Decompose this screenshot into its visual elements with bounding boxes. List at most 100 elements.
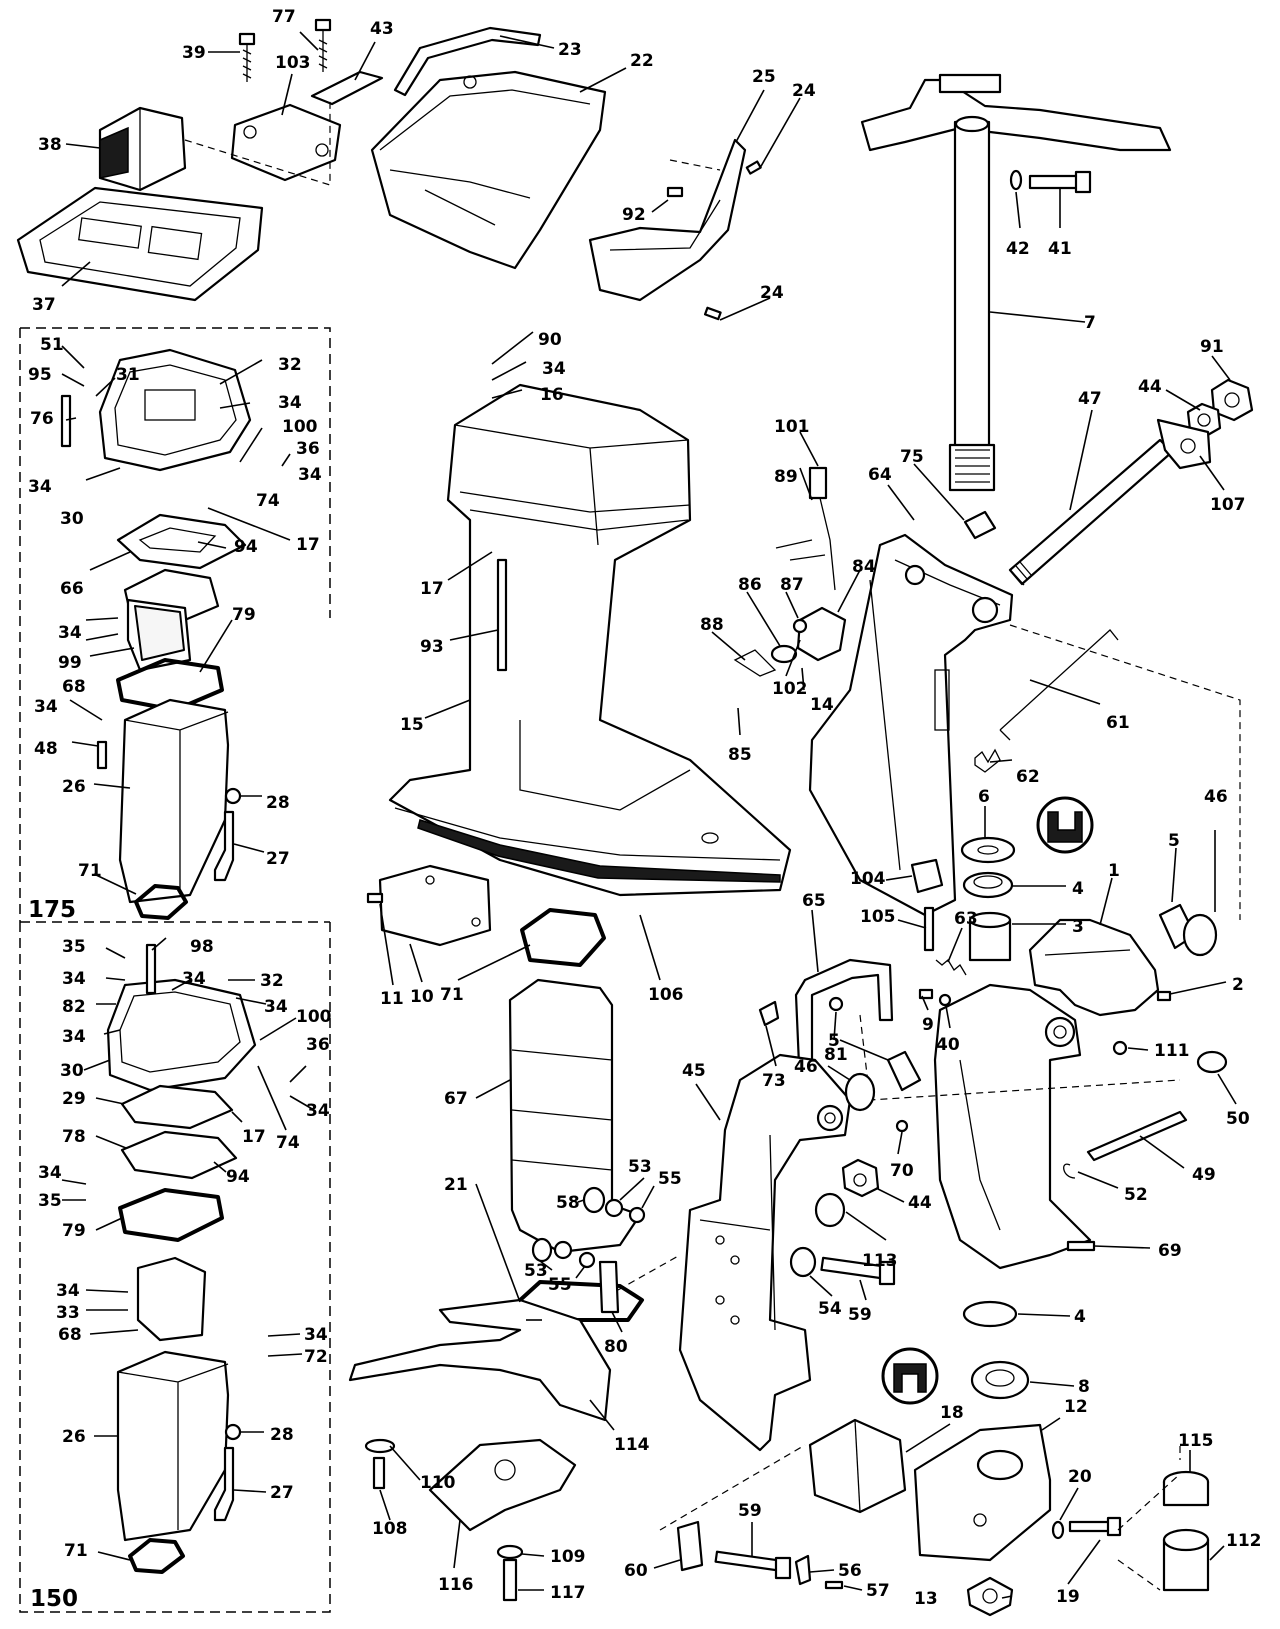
housing-12 <box>913 1423 1052 1562</box>
screw-24b <box>703 306 722 321</box>
callout-90: 90 <box>538 330 562 350</box>
callout-74-top: 74 <box>256 491 280 511</box>
callout-115: 115 <box>1178 1431 1214 1451</box>
callout-33: 33 <box>56 1303 80 1323</box>
callout-71-mid: 71 <box>440 985 464 1005</box>
callout-8: 8 <box>1078 1377 1090 1397</box>
steering-arm <box>860 73 1172 492</box>
callout-28-bottom: 28 <box>270 1425 294 1445</box>
stern-bracket-45 <box>678 1053 852 1452</box>
callout-35-bottom: 35 <box>38 1191 62 1211</box>
callout-84: 84 <box>852 557 876 577</box>
callout-5-left: 5 <box>828 1031 840 1051</box>
gasket-71b <box>520 908 606 967</box>
callout-20: 20 <box>1068 1467 1092 1487</box>
callout-70: 70 <box>890 1161 914 1181</box>
bushing-113 <box>814 1192 846 1228</box>
nut-53-bottom <box>553 1240 573 1260</box>
callout-3: 3 <box>1072 917 1084 937</box>
callout-101: 101 <box>774 417 810 437</box>
gasket-79b <box>118 1188 224 1242</box>
bushing-58 <box>582 1186 606 1214</box>
dashed-link-18 <box>659 1444 806 1531</box>
callout-71-top: 71 <box>78 861 102 881</box>
callout-53-bottom: 53 <box>524 1261 548 1281</box>
callout-9: 9 <box>922 1015 934 1035</box>
cap-115 <box>1162 1470 1210 1507</box>
callout-58: 58 <box>556 1193 580 1213</box>
callout-61: 61 <box>1106 713 1130 733</box>
callout-100-bottom: 100 <box>296 1007 332 1027</box>
dashed-link-80 <box>617 1254 681 1291</box>
switch-84 <box>796 606 847 662</box>
callout-59-mid: 59 <box>848 1305 872 1325</box>
section-150-frame <box>19 922 331 1613</box>
plate-29 <box>120 1084 234 1130</box>
callout-43: 43 <box>370 19 394 39</box>
exhaust-tube-26b <box>116 1350 230 1542</box>
washer-54 <box>789 1246 817 1278</box>
callout-44-mid: 44 <box>908 1193 932 1213</box>
bushing-3 <box>968 911 1012 962</box>
dashed-link-115 <box>1117 1446 1181 1591</box>
callout-52: 52 <box>1124 1185 1148 1205</box>
spacer-70 <box>895 1119 909 1133</box>
seal-4-bottom <box>962 1300 1018 1328</box>
nut-87 <box>792 618 808 634</box>
screw-59-bottom <box>714 1550 792 1580</box>
adapter-30 <box>98 348 252 472</box>
callout-108: 108 <box>372 1519 408 1539</box>
callout-40: 40 <box>936 1035 960 1055</box>
callout-10: 10 <box>410 987 434 1007</box>
bushing-75 <box>963 510 997 540</box>
bushing-112 <box>1162 1528 1210 1592</box>
bushing-58b <box>531 1237 553 1263</box>
callout-57: 57 <box>866 1581 890 1601</box>
callout-24-bottom: 24 <box>760 283 784 303</box>
callout-18: 18 <box>940 1403 964 1423</box>
callout-34-b: 34 <box>298 465 322 485</box>
callout-113: 113 <box>862 1251 898 1271</box>
callout-34-l: 34 <box>38 1163 62 1183</box>
callout-51: 51 <box>40 335 64 355</box>
callout-22: 22 <box>630 51 654 71</box>
bearing-13 <box>966 1576 1014 1617</box>
washer-46-left <box>844 1072 876 1112</box>
section-label-175: 175 <box>28 897 76 923</box>
pin-49 <box>1086 1110 1188 1162</box>
callout-26-top: 26 <box>62 777 86 797</box>
callout-110: 110 <box>420 1473 456 1493</box>
callout-88: 88 <box>700 615 724 635</box>
section-175-frame <box>20 327 331 618</box>
callout-48: 48 <box>34 739 58 759</box>
nut-44-mid <box>841 1158 880 1198</box>
washer-6 <box>960 836 1016 864</box>
bushing-50 <box>1196 1050 1228 1074</box>
washer-110 <box>364 1438 396 1454</box>
callout-24-top: 24 <box>792 81 816 101</box>
callout-34-a: 34 <box>278 393 302 413</box>
callout-63: 63 <box>954 909 978 929</box>
screw-2 <box>1156 990 1172 1002</box>
shield-114 <box>348 1298 612 1422</box>
stud-93 <box>496 558 508 672</box>
callout-79-bottom: 79 <box>62 1221 86 1241</box>
callout-34-m: 34 <box>56 1281 80 1301</box>
bushing-5-left <box>886 1050 922 1092</box>
callout-31: 31 <box>116 365 140 385</box>
clip-52 <box>1063 1163 1076 1179</box>
oring-86 <box>770 644 798 664</box>
callout-107: 107 <box>1210 495 1246 515</box>
callout-104: 104 <box>850 869 886 889</box>
bolt-117 <box>502 1558 518 1602</box>
plate-78 <box>120 1130 238 1180</box>
callout-99: 99 <box>58 653 82 673</box>
screw-92 <box>666 186 684 198</box>
callout-66: 66 <box>60 579 84 599</box>
nut-91 <box>1210 378 1254 422</box>
rod-61 <box>999 629 1119 741</box>
callout-46-left: 46 <box>794 1057 818 1077</box>
callout-64: 64 <box>868 465 892 485</box>
callout-12: 12 <box>1064 1397 1088 1417</box>
bolt-98 <box>145 943 157 995</box>
